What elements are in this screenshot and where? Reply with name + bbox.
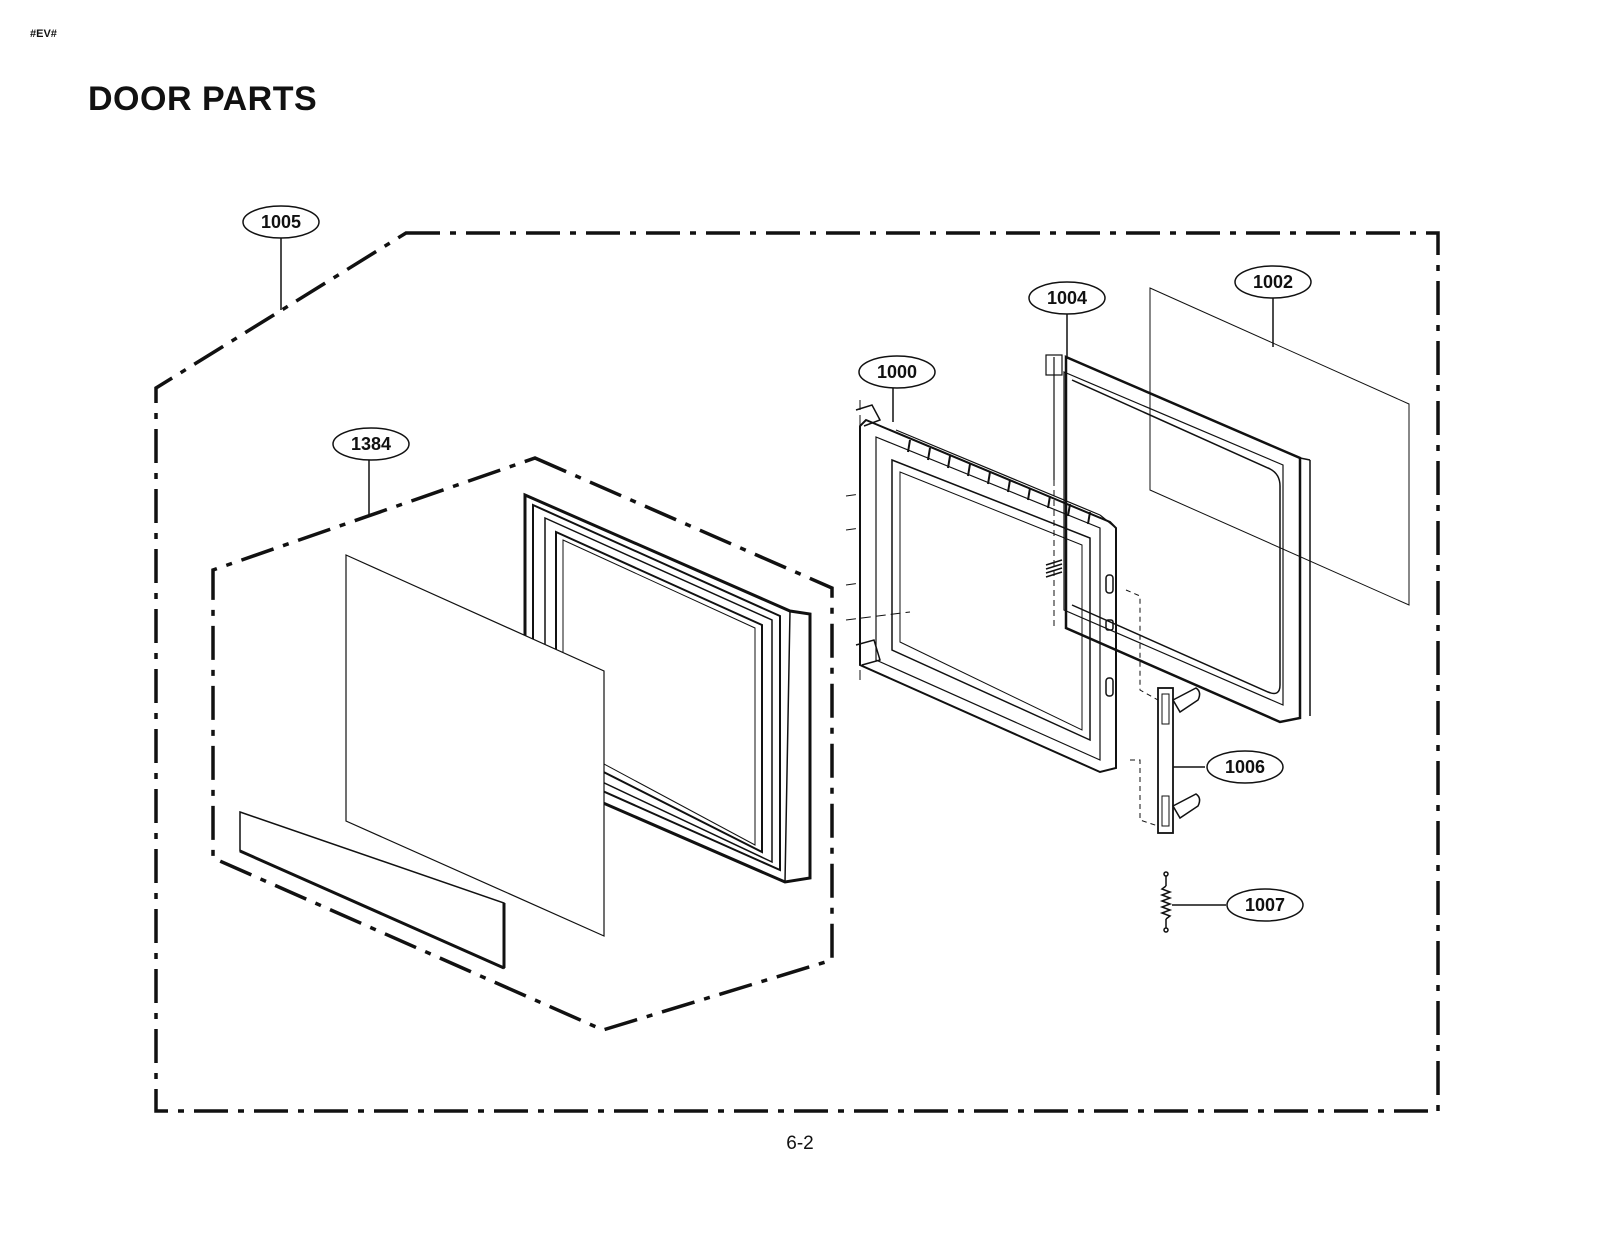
- assembly-boundary-1005: [154, 231, 1440, 1113]
- choke-film: [1149, 287, 1410, 606]
- callout-1006: 1006: [1206, 750, 1284, 784]
- callout-1000-label: 1000: [877, 362, 917, 382]
- door-latch-assembly: [1125, 589, 1201, 834]
- callout-leaders: [280, 238, 1274, 906]
- hinge-axis-lines: [845, 400, 911, 680]
- door-glass-panel: [345, 554, 605, 937]
- choke-cover: [1045, 354, 1311, 724]
- door-inner-frame-features: [1045, 559, 1114, 697]
- door-trim-strip: [239, 810, 506, 970]
- assembly-boundary-1384: [211, 456, 834, 1032]
- door-inner-frame: [855, 404, 1117, 774]
- callout-1000: 1000: [858, 355, 936, 389]
- callout-1007: 1007: [1226, 888, 1304, 922]
- page-title: DOOR PARTS: [88, 80, 318, 118]
- callout-1004: 1004: [1028, 281, 1106, 315]
- callout-1002-label: 1002: [1253, 272, 1293, 292]
- latch-spring: [1159, 871, 1173, 933]
- callout-1007-label: 1007: [1245, 895, 1285, 915]
- callout-1002: 1002: [1234, 265, 1312, 299]
- callout-1384-label: 1384: [351, 434, 391, 454]
- door-inner-frame-tabs: [907, 439, 1091, 525]
- callout-1005: 1005: [242, 205, 320, 239]
- page-number: 6-2: [786, 1133, 814, 1154]
- callout-1004-label: 1004: [1047, 288, 1087, 308]
- document-code: #EV#: [30, 28, 57, 40]
- callout-1384: 1384: [332, 427, 410, 461]
- callout-1005-label: 1005: [261, 212, 301, 232]
- callout-1006-label: 1006: [1225, 757, 1265, 777]
